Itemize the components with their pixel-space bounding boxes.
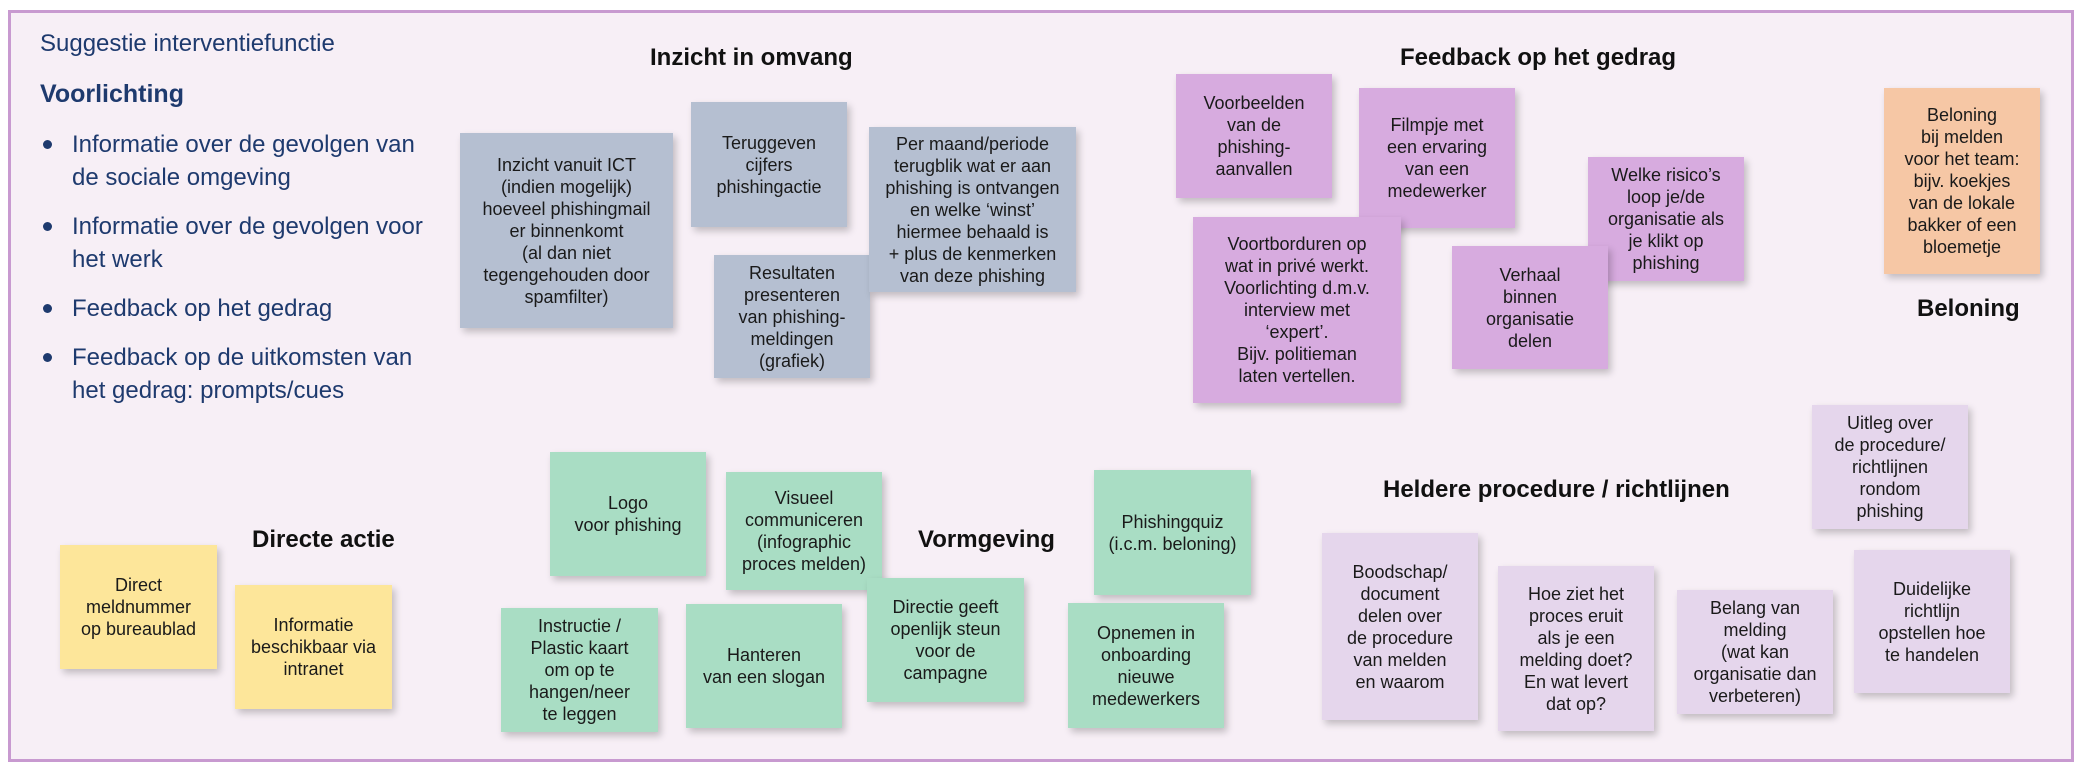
sticky-note-phishingquiz: Phishingquiz (i.c.m. beloning): [1094, 470, 1251, 595]
legend-title: Voorlichting: [40, 80, 184, 108]
sticky-note-visueel-communiceren: Visueel communiceren (infographic proces…: [726, 472, 882, 590]
heading-beloning: Beloning: [1917, 295, 2020, 322]
sticky-note-informatie-intranet: Informatie beschikbaar via intranet: [235, 585, 392, 709]
heading-inzicht-in-omvang: Inzicht in omvang: [650, 44, 853, 71]
sticky-note-belang-melding: Belang van melding (wat kan organisatie …: [1677, 590, 1833, 714]
legend-item: Informatie over de gevolgen voor het wer…: [40, 210, 440, 276]
sticky-note-onboarding: Opnemen in onboarding nieuwe medewerkers: [1068, 603, 1224, 728]
heading-directe-actie: Directe actie: [252, 526, 395, 553]
sticky-note-direct-meldnummer: Direct meldnummer op bureaublad: [60, 545, 217, 669]
sticky-note-per-maand-terugblik: Per maand/periode terugblik wat er aan p…: [869, 127, 1076, 292]
sticky-note-duidelijke-richtlijn: Duidelijke richtlijn opstellen hoe te ha…: [1854, 550, 2010, 693]
sticky-note-instructie: Instructie / Plastic kaart om op te hang…: [501, 608, 658, 732]
sticky-note-hoe-ziet-proces: Hoe ziet het proces eruit als je een mel…: [1498, 566, 1654, 731]
heading-heldere-procedure: Heldere procedure / richtlijnen: [1383, 476, 1730, 503]
sticky-note-logo: Logo voor phishing: [550, 452, 706, 576]
sticky-note-voorbeelden: Voorbeelden van de phishing- aanvallen: [1176, 74, 1332, 198]
heading-vormgeving: Vormgeving: [918, 526, 1055, 553]
legend-item: Feedback op de uitkomsten van het gedrag…: [40, 341, 440, 407]
sticky-note-verhaal-delen: Verhaal binnen organisatie delen: [1452, 246, 1608, 369]
sticky-note-directie: Directie geeft openlijk steun voor de ca…: [867, 578, 1024, 702]
legend-subtitle: Suggestie interventiefunctie: [40, 30, 335, 57]
sticky-note-voortborduren: Voortborduren op wat in privé werkt. Voo…: [1193, 217, 1401, 403]
sticky-note-boodschap-document: Boodschap/ document delen over de proced…: [1322, 533, 1478, 720]
sticky-note-resultaten-presenteren: Resultaten presenteren van phishing- mel…: [714, 255, 870, 378]
sticky-note-inzicht-ict: Inzicht vanuit ICT (indien mogelijk) hoe…: [460, 133, 673, 328]
legend-list: Informatie over de gevolgen van de socia…: [40, 128, 440, 423]
sticky-note-teruggeven-cijfers: Teruggeven cijfers phishingactie: [691, 102, 847, 227]
sticky-note-beloning-team: Beloning bij melden voor het team: bijv.…: [1884, 88, 2040, 274]
sticky-note-slogan: Hanteren van een slogan: [686, 604, 842, 728]
sticky-note-welke-risicos: Welke risico’s loop je/de organisatie al…: [1588, 157, 1744, 281]
legend-item: Informatie over de gevolgen van de socia…: [40, 128, 440, 194]
sticky-note-uitleg-procedure: Uitleg over de procedure/ richtlijnen ro…: [1812, 405, 1968, 529]
sticky-note-filmpje: Filmpje met een ervaring van een medewer…: [1359, 88, 1515, 228]
legend-item: Feedback op het gedrag: [40, 292, 440, 325]
heading-feedback-op-het-gedrag: Feedback op het gedrag: [1400, 44, 1677, 71]
